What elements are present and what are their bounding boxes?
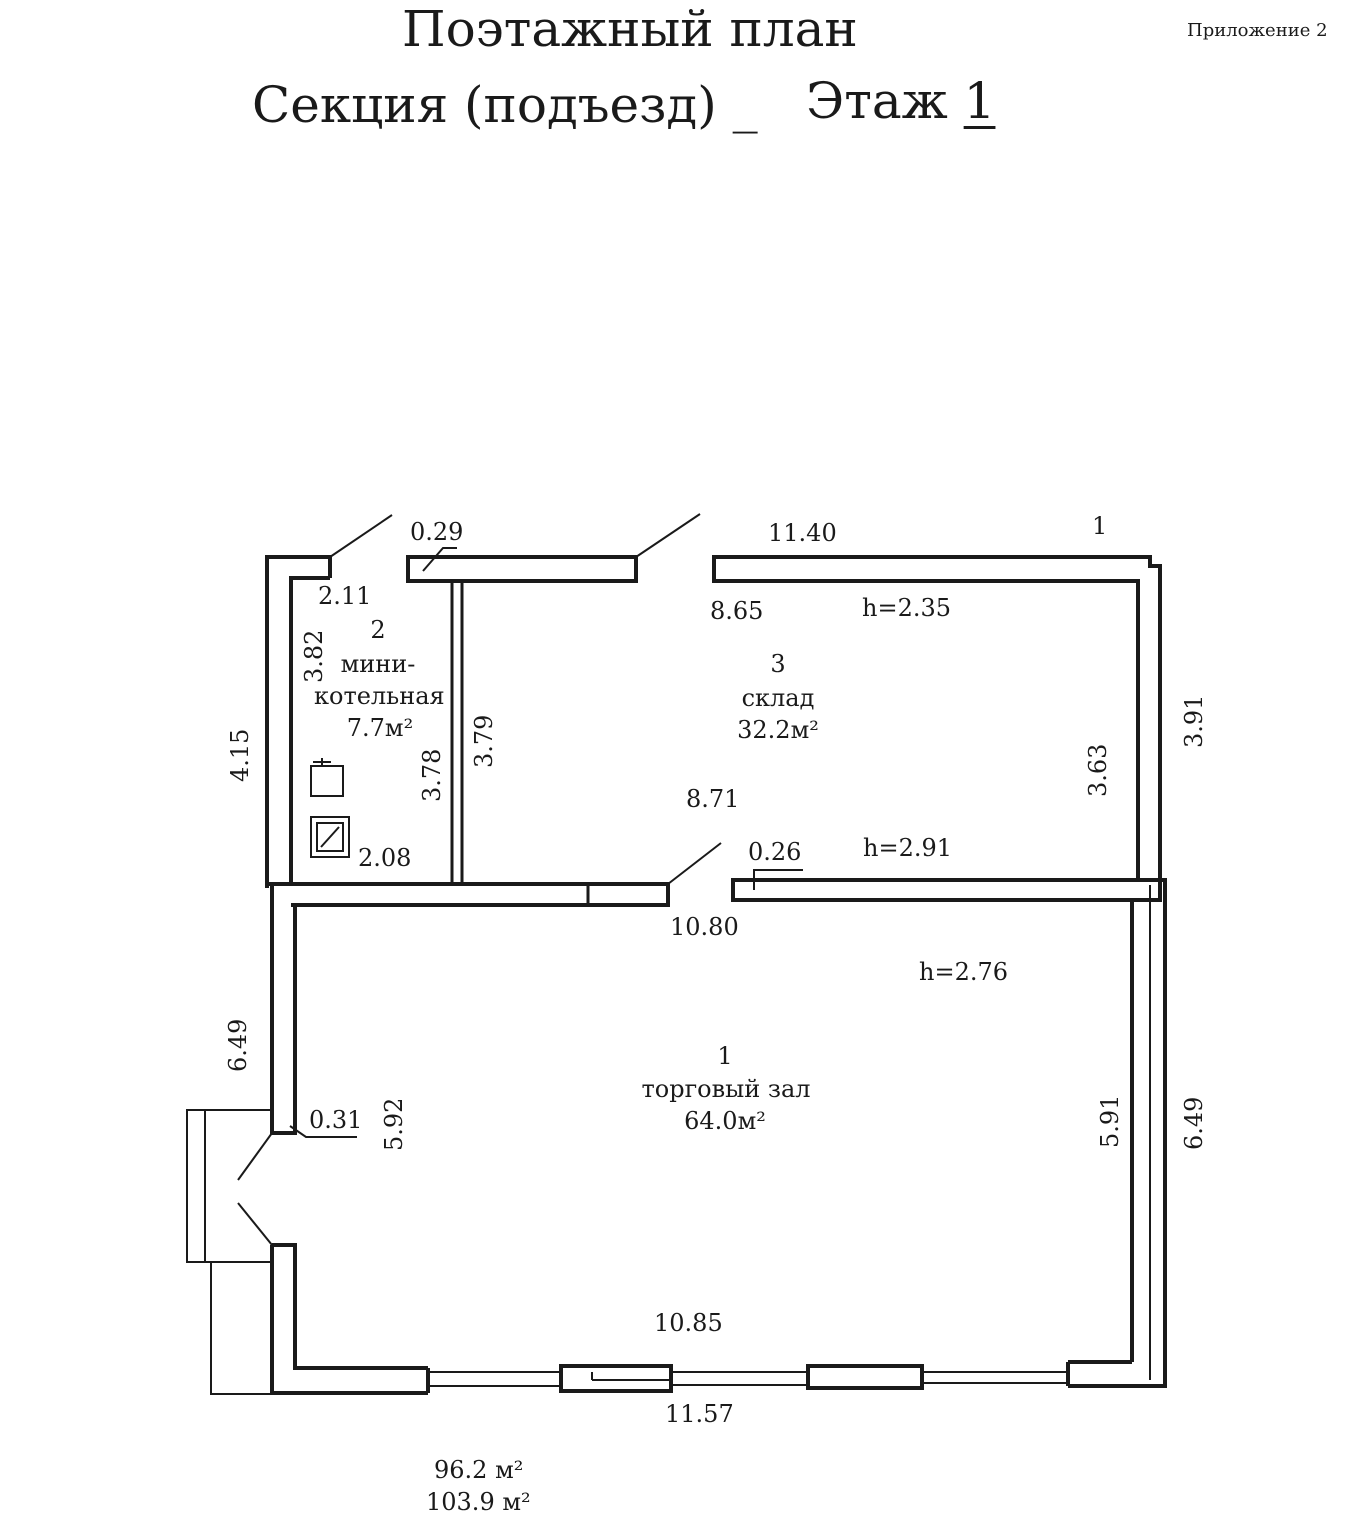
dim-649-left: 6.49 bbox=[224, 1018, 252, 1072]
wall-hall-left-upper bbox=[270, 886, 297, 1135]
dim-h-235: h=2.35 bbox=[862, 594, 952, 622]
wall-top-segment-1 bbox=[406, 555, 638, 583]
dim-871: 8.71 bbox=[686, 785, 740, 813]
dim-592: 5.92 bbox=[380, 1097, 408, 1151]
floor-label: Этаж 1 bbox=[806, 72, 995, 130]
wall-hall-left-lower bbox=[270, 1243, 428, 1395]
dim-1085: 10.85 bbox=[654, 1309, 723, 1337]
equipment-box-1 bbox=[310, 765, 344, 797]
dim-top-outer: 11.40 bbox=[768, 519, 837, 547]
wall-room2-outer bbox=[265, 555, 332, 888]
dim-378: 3.78 bbox=[418, 748, 446, 802]
dim-382: 3.82 bbox=[300, 629, 328, 683]
wall-room2-inner bbox=[289, 576, 330, 886]
dim-h-276: h=2.76 bbox=[919, 958, 1009, 986]
door-swing-middle bbox=[667, 842, 722, 885]
room-2-area: 7.7м² bbox=[346, 714, 414, 742]
dim-415: 4.15 bbox=[226, 728, 254, 782]
dim-211: 2.11 bbox=[318, 582, 372, 610]
wall-hall-right bbox=[1068, 878, 1167, 1388]
floor-number: 1 bbox=[963, 72, 996, 130]
dim-wall-031: 0.31 bbox=[309, 1106, 363, 1134]
leader-026 bbox=[753, 869, 803, 890]
dim-391: 3.91 bbox=[1180, 694, 1208, 748]
equipment-box-2 bbox=[310, 816, 350, 858]
door-swing-entrance-upper bbox=[237, 1132, 273, 1181]
door-swing-room2 bbox=[329, 514, 393, 558]
room-3-area: 32.2м² bbox=[737, 716, 819, 744]
leader-029 bbox=[422, 547, 457, 572]
partition-room2-room3 bbox=[450, 579, 464, 886]
dim-1157: 11.57 bbox=[665, 1400, 734, 1428]
room-2-name-line1: мини- bbox=[340, 650, 416, 678]
dim-h-291: h=2.91 bbox=[863, 834, 953, 862]
appendix-label: Приложение 2 bbox=[1187, 20, 1328, 41]
wall-middle-right bbox=[731, 878, 1162, 902]
room-3-number: 3 bbox=[770, 650, 786, 678]
dim-865: 8.65 bbox=[710, 597, 764, 625]
room-1-number: 1 bbox=[717, 1042, 733, 1070]
room-2-number: 2 bbox=[370, 616, 386, 644]
dim-1080: 10.80 bbox=[670, 913, 739, 941]
dim-363: 3.63 bbox=[1084, 743, 1112, 797]
total-area-all: 103.9 м² bbox=[426, 1488, 531, 1516]
leader-031 bbox=[289, 1125, 357, 1138]
floor-label-text: Этаж bbox=[806, 72, 948, 130]
door-swing-room3-top bbox=[635, 513, 701, 558]
section-label: Секция (подъезд) _ bbox=[252, 76, 758, 134]
dim-wall-026: 0.26 bbox=[748, 838, 802, 866]
page-title: Поэтажный план bbox=[402, 0, 858, 58]
dim-591: 5.91 bbox=[1096, 1094, 1124, 1148]
wall-bottom-segment-3 bbox=[1066, 1360, 1132, 1386]
corner-mark: 1 bbox=[1092, 512, 1108, 540]
room-3-name: склад bbox=[741, 684, 815, 712]
wall-bottom-segment-2 bbox=[806, 1364, 924, 1390]
dim-379: 3.79 bbox=[470, 714, 498, 768]
wall-bottom-segment-1 bbox=[559, 1364, 673, 1393]
dim-wall-029: 0.29 bbox=[410, 518, 464, 546]
total-area-main: 96.2 м² bbox=[434, 1456, 524, 1484]
room-2-name-line2: котельная bbox=[314, 682, 445, 710]
dim-649-right: 6.49 bbox=[1180, 1096, 1208, 1150]
porch bbox=[186, 1109, 272, 1263]
dim-208: 2.08 bbox=[358, 844, 412, 872]
room-1-name: торговый зал bbox=[641, 1075, 811, 1103]
door-swing-entrance-lower bbox=[237, 1202, 273, 1246]
wall-middle-left bbox=[267, 882, 670, 907]
room-1-area: 64.0м² bbox=[684, 1107, 766, 1135]
